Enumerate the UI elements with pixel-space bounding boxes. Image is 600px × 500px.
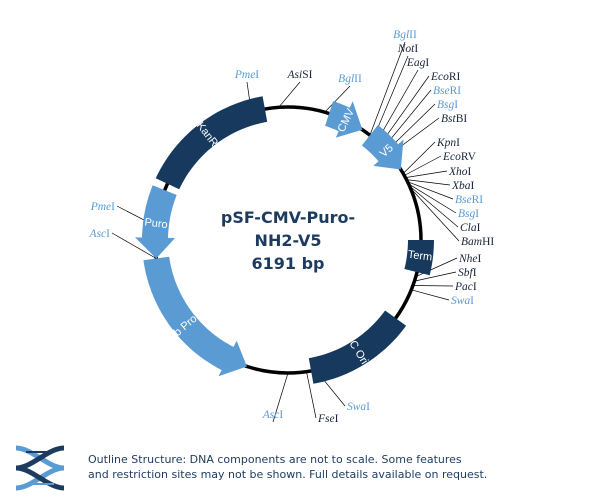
site-label-asci: AscI (89, 228, 111, 240)
plasmid-name-line1: pSF-CMV-Puro- (221, 208, 355, 227)
site-leader-line (373, 55, 409, 139)
plasmid-size: 6191 bp (251, 254, 324, 273)
site-label-ecorv: EcoRV (442, 151, 477, 163)
site-label-bstbi: BstBI (441, 113, 467, 125)
site-leader-line (407, 181, 454, 200)
site-label-paci: PacI (454, 281, 477, 293)
site-label-bseri: BseRI (455, 194, 483, 206)
site-label-xhoi: XhoI (448, 166, 472, 178)
plasmid-name-line2: NH2-V5 (255, 231, 322, 250)
site-leader-line (306, 371, 317, 419)
site-label-swai: SwaI (451, 295, 474, 307)
feature-label-term: Term (407, 249, 433, 264)
feature-puro (135, 185, 177, 259)
site-leader-line (405, 170, 448, 178)
dna-helix-icon (15, 445, 65, 491)
site-label-kpni: KpnI (436, 137, 460, 149)
site-label-bamhi: BamHI (461, 236, 494, 248)
site-label-asisi: AsiSI (287, 69, 313, 81)
footer: Outline Structure: DNA components are no… (12, 438, 592, 494)
site-label-swai: SwaI (347, 401, 370, 413)
feature-puc-origin (308, 310, 407, 384)
feature-ub-prom (143, 256, 247, 377)
site-label-xbai: XbaI (451, 180, 475, 192)
site-leader-line (404, 155, 442, 176)
feature-label-puro: Puro (144, 216, 169, 231)
site-leader-line (411, 289, 450, 301)
site-leader-line (369, 41, 406, 136)
site-label-bsgi: BsgI (458, 208, 479, 220)
site-leader-line (414, 271, 457, 282)
site-label-bsgi: BsgI (437, 99, 458, 111)
site-leader-line (272, 372, 289, 423)
footer-note: Outline Structure: DNA components are no… (88, 452, 487, 482)
feature-term (404, 240, 434, 276)
site-label-bglii: BglII (338, 73, 362, 85)
site-label-fsei: FseI (317, 413, 339, 425)
site-leader-line (376, 69, 419, 142)
site-label-bglii: BglII (393, 29, 417, 41)
feature-v5 (361, 125, 404, 170)
feature-kanr (155, 96, 268, 190)
footer-line-1: Outline Structure: DNA components are no… (88, 453, 462, 466)
site-label-nhei: NheI (458, 253, 482, 265)
site-label-sbfi: SbfI (458, 267, 477, 279)
site-leader-line (408, 183, 457, 214)
site-label-pmei: PmeI (90, 201, 115, 213)
site-label-eagi: EagI (406, 57, 430, 69)
site-label-pmei: PmeI (234, 69, 259, 81)
site-label-ecori: EcoRI (430, 71, 461, 83)
site-leader-line (324, 85, 351, 113)
feature-cmv (325, 101, 363, 138)
site-label-noti: NotI (397, 43, 419, 55)
site-label-bseri: BseRI (433, 85, 461, 97)
footer-line-2: and restriction sites may not be shown. … (88, 468, 488, 481)
site-leader-line (380, 75, 430, 145)
site-leader-line (410, 187, 460, 242)
site-leader-line (111, 232, 157, 259)
site-label-clai: ClaI (460, 222, 481, 234)
site-leader-line (402, 141, 436, 174)
site-leader-line (406, 179, 451, 186)
site-leader-line (278, 81, 301, 108)
site-leader-line (415, 257, 458, 278)
site-label-asci: AscI (262, 409, 284, 421)
site-leader-line (412, 285, 454, 287)
site-leader-line (409, 185, 459, 228)
